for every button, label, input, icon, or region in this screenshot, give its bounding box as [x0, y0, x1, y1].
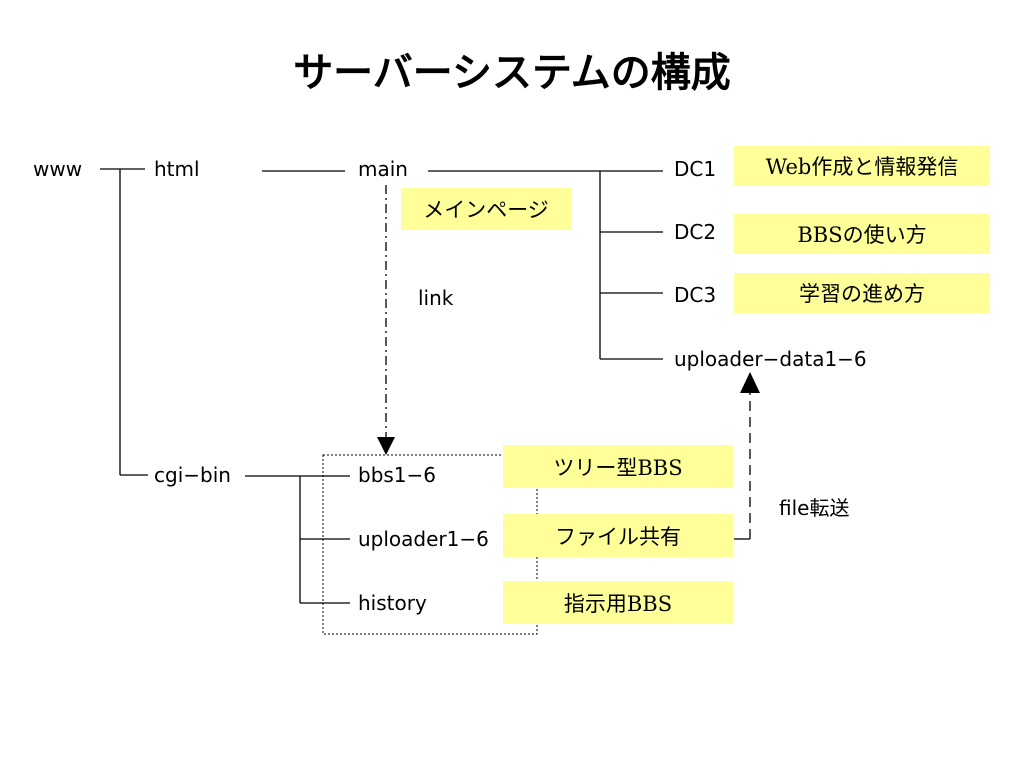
node-history: history	[358, 591, 427, 615]
node-www: www	[33, 157, 83, 181]
cgi-group-box	[322, 454, 538, 635]
tag-dc2: BBSの使い方	[734, 214, 990, 254]
node-dc3: DC3	[674, 283, 717, 307]
node-html: html	[154, 157, 200, 181]
page-title: サーバーシステムの構成	[293, 50, 731, 96]
tag-uploader: ファイル共有	[503, 514, 733, 557]
tag-bbs: ツリー型BBS	[503, 445, 733, 488]
tag-history: 指示用BBS	[503, 581, 733, 624]
tag-main-page: メインページ	[401, 188, 571, 230]
node-dc2: DC2	[674, 220, 717, 244]
transfer-arrow-head	[740, 372, 760, 393]
tag-dc3: 学習の進め方	[734, 273, 990, 313]
node-uploader-data: uploader−data1−6	[674, 347, 867, 371]
node-uploader: uploader1−6	[358, 527, 489, 551]
link-arrow-head	[377, 437, 395, 455]
node-dc1: DC1	[674, 157, 717, 181]
node-cgi-bin: cgi−bin	[154, 463, 231, 487]
tag-dc1: Web作成と情報発信	[734, 146, 990, 186]
node-bbs: bbs1−6	[358, 463, 437, 487]
node-main: main	[358, 157, 408, 181]
edge-label-file-transfer: file転送	[779, 496, 850, 520]
edge-label-link: link	[418, 286, 454, 310]
